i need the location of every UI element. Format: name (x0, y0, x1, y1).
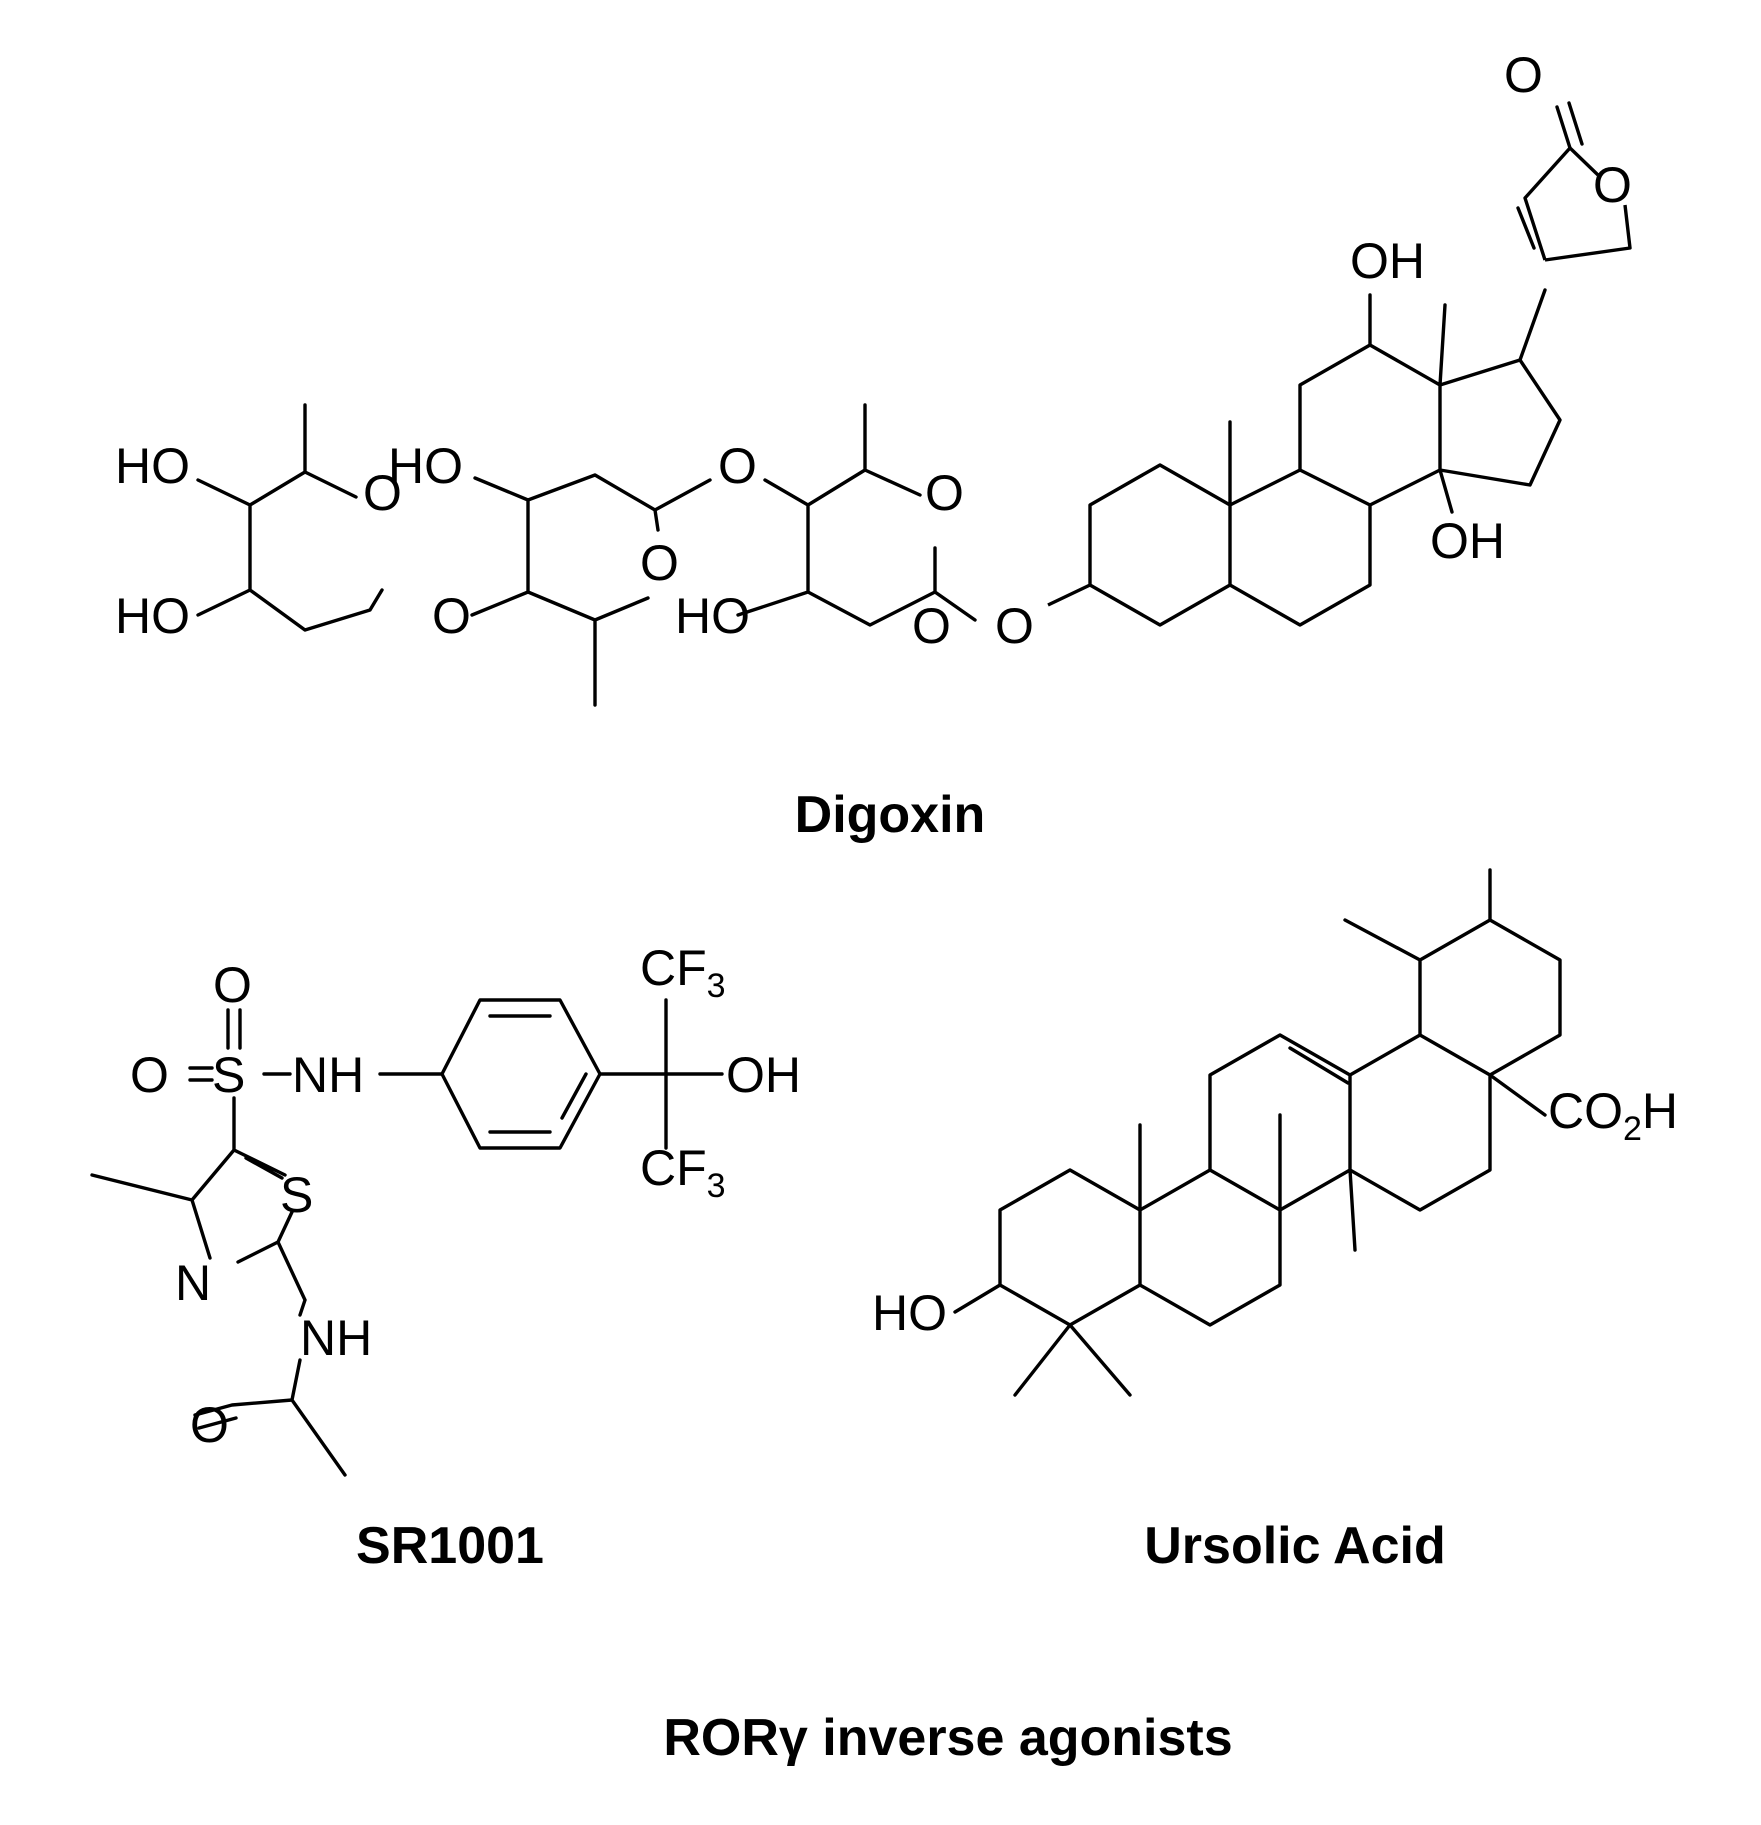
figure-title: RORγ inverse agonists (663, 1709, 1232, 1767)
atom-label: HO (675, 588, 750, 644)
atom-label: OH (1350, 233, 1425, 289)
atom-label: S (212, 1047, 245, 1103)
atom-label: OH (1430, 513, 1505, 569)
atom-label: HO (872, 1285, 947, 1341)
ursolic-acid-atom-labels: HO CO2H (872, 1083, 1678, 1341)
caption-ursolic-acid: Ursolic Acid (1144, 1517, 1446, 1575)
atom-label: S (280, 1167, 313, 1223)
atom-label: O (1504, 47, 1543, 103)
atom-label: O (925, 465, 964, 521)
atom-label: HO (115, 438, 190, 494)
atom-label: CO2H (1548, 1083, 1678, 1148)
atom-label: O (912, 598, 951, 654)
atom-label: O (1593, 157, 1632, 213)
atom-label: OH (726, 1047, 801, 1103)
caption-digoxin: Digoxin (795, 786, 986, 844)
atom-label: CF3 (640, 940, 726, 1005)
sr1001-atom-labels: O O S NH CF3 OH CF3 S N NH O (130, 940, 801, 1453)
atom-label: O (190, 1397, 229, 1453)
atom-label: O (640, 535, 679, 591)
digoxin-structure (196, 101, 1632, 707)
caption-sr1001: SR1001 (356, 1517, 544, 1575)
atom-label: N (175, 1255, 211, 1311)
digoxin-atom-labels: HO HO O O HO O O O HO O O OH OH O O (115, 47, 1632, 654)
atom-label: NH (292, 1047, 364, 1103)
atom-label: HO (115, 588, 190, 644)
atom-label: O (718, 438, 757, 494)
atom-label: CF3 (640, 1140, 726, 1205)
atom-label: O (213, 957, 252, 1013)
atom-label: HO (388, 438, 463, 494)
atom-label: O (995, 598, 1034, 654)
ursolic-acid-structure (953, 868, 1562, 1397)
atom-label: NH (300, 1310, 372, 1366)
atom-label: O (432, 588, 471, 644)
sr1001-structure (90, 998, 724, 1477)
atom-label: O (130, 1047, 169, 1103)
atom-label: O (363, 465, 402, 521)
